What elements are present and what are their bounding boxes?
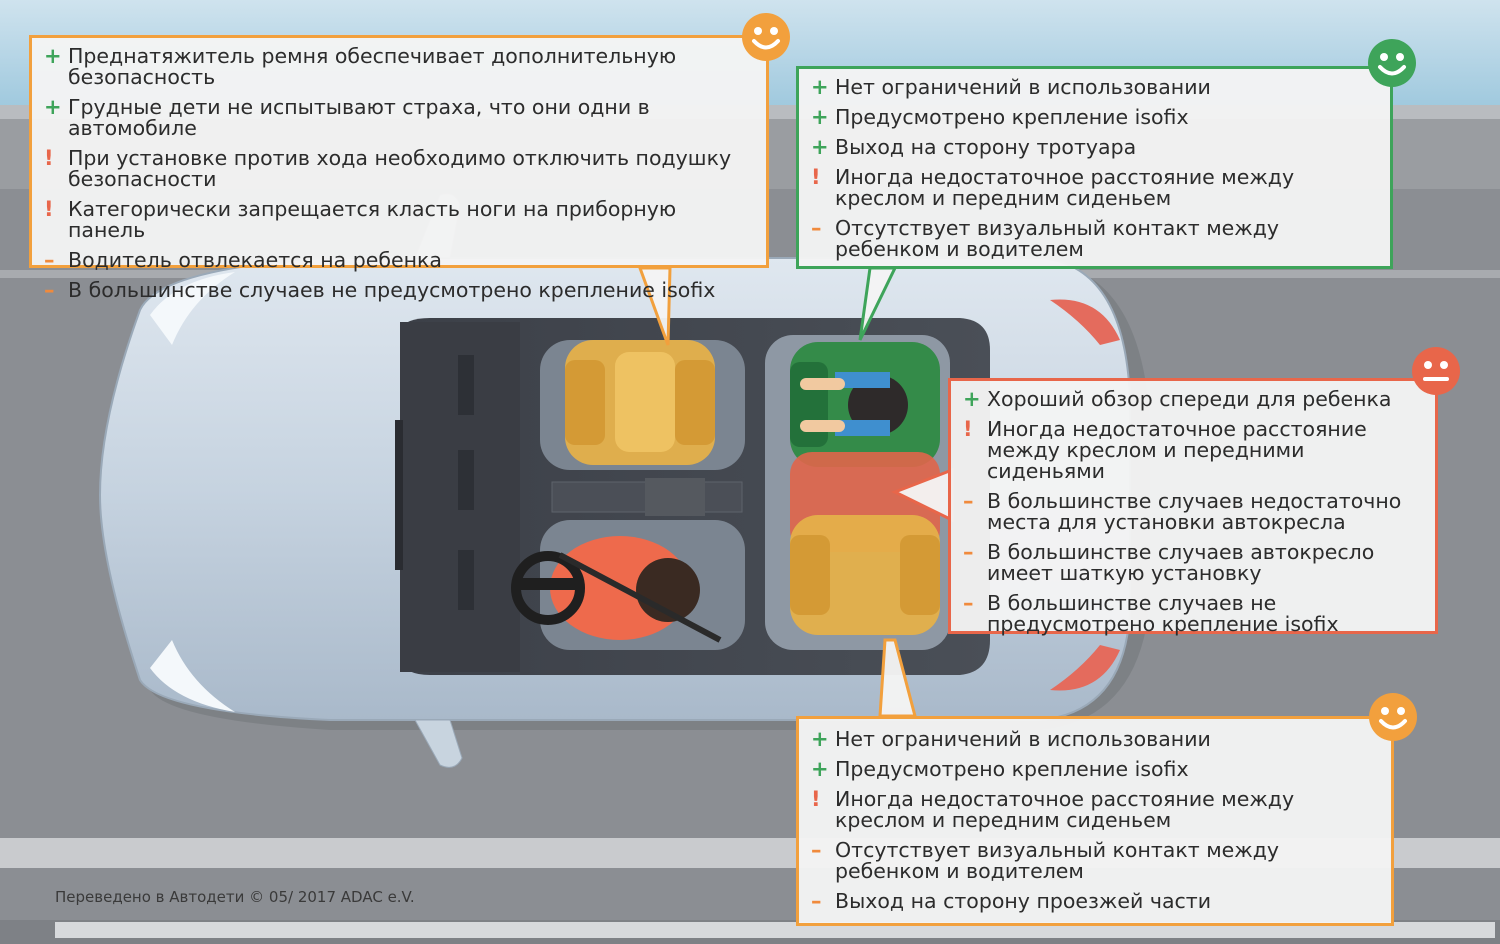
warning-icon: ! bbox=[963, 417, 973, 441]
list-item: + Хороший обзор спереди для ребенка bbox=[963, 387, 1392, 411]
connector-front-passenger bbox=[637, 266, 672, 346]
warning-icon: ! bbox=[811, 165, 821, 189]
info-box-front-passenger: + Преднатяжитель ремня обеспечивает допо… bbox=[29, 35, 769, 301]
minus-icon: – bbox=[811, 838, 822, 862]
minus-icon: – bbox=[811, 889, 822, 913]
plus-icon: + bbox=[811, 135, 829, 159]
list-item: ! При установке против хода необходимо о… bbox=[44, 146, 732, 191]
list-item: – Отсутствует визуальный контакт между р… bbox=[811, 838, 1280, 883]
list-item: ! Категорически запрещается класть ноги … bbox=[44, 197, 677, 242]
minus-icon: – bbox=[963, 540, 974, 564]
info-box-rear-right: + Нет ограничений в использовании + Пред… bbox=[796, 66, 1393, 269]
list-item: – В большинстве случаев не предусмотрено… bbox=[44, 278, 716, 302]
tail-light-top bbox=[1050, 299, 1120, 345]
minus-icon: – bbox=[963, 489, 974, 513]
info-box-rear-middle: + Хороший обзор спереди для ребенка ! Ин… bbox=[948, 378, 1438, 636]
list-item: + Преднатяжитель ремня обеспечивает допо… bbox=[44, 44, 677, 89]
list-item: – В большинстве случаев автокресло имеет… bbox=[963, 540, 1375, 585]
plus-icon: + bbox=[44, 95, 62, 119]
list-item: – Водитель отвлекается на ребенка bbox=[44, 248, 442, 272]
list-item: ! Иногда недостаточное расстояние между … bbox=[811, 787, 1295, 832]
smiley-neutral-red-icon bbox=[1411, 346, 1461, 396]
plus-icon: + bbox=[811, 75, 829, 99]
warning-icon: ! bbox=[811, 787, 821, 811]
info-box-rear-left: + Нет ограничений в использовании + Пред… bbox=[796, 716, 1394, 926]
credit-footer: Переведено в Автодети © 05/ 2017 ADAC e.… bbox=[55, 888, 415, 906]
list-item: – Выход на сторону проезжей части bbox=[811, 889, 1212, 913]
smiley-happy-green-icon bbox=[1367, 38, 1417, 88]
list-item: + Нет ограничений в использовании bbox=[811, 75, 1211, 99]
plus-icon: + bbox=[963, 387, 981, 411]
list-item: + Грудные дети не испытывают страха, что… bbox=[44, 95, 650, 140]
warning-icon: ! bbox=[44, 197, 54, 221]
headlight-bottom bbox=[150, 640, 235, 712]
plus-icon: + bbox=[811, 727, 829, 751]
list-item: + Предусмотрено крепление isofix bbox=[811, 105, 1189, 129]
list-item: + Выход на сторону тротуара bbox=[811, 135, 1137, 159]
tail-light-bottom bbox=[1050, 645, 1120, 691]
mirror-bottom bbox=[414, 719, 463, 768]
minus-icon: – bbox=[44, 248, 55, 272]
minus-icon: – bbox=[44, 278, 55, 302]
list-item: + Нет ограничений в использовании bbox=[811, 727, 1211, 751]
minus-icon: – bbox=[811, 216, 822, 240]
list-item: ! Иногда недостаточное расстояние между … bbox=[963, 417, 1367, 483]
list-item: + Предусмотрено крепление isofix bbox=[811, 757, 1189, 781]
minus-icon: – bbox=[963, 591, 974, 615]
plus-icon: + bbox=[44, 44, 62, 68]
list-item: – В большинстве случаев не предусмотрено… bbox=[963, 591, 1339, 636]
list-item: – В большинстве случаев недостаточно мес… bbox=[963, 489, 1402, 534]
list-item: ! Иногда недостаточное расстояние между … bbox=[811, 165, 1295, 210]
list-item: – Отсутствует визуальный контакт между р… bbox=[811, 216, 1280, 261]
smiley-happy-orange-icon bbox=[1368, 692, 1418, 742]
warning-icon: ! bbox=[44, 146, 54, 170]
headlight-top bbox=[150, 272, 235, 345]
smiley-happy-orange-icon bbox=[741, 12, 791, 62]
plus-icon: + bbox=[811, 757, 829, 781]
plus-icon: + bbox=[811, 105, 829, 129]
